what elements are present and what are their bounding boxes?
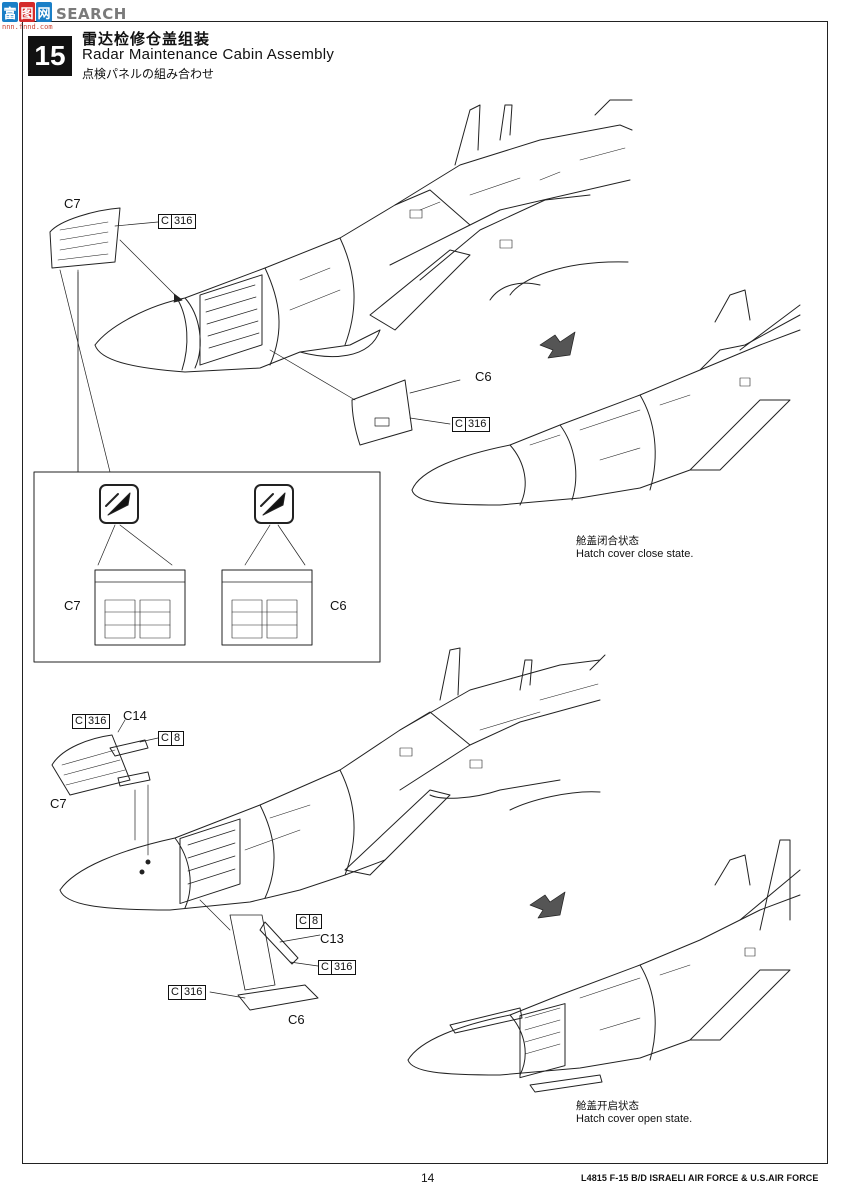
part-label-c7-inset: C7 [64, 598, 81, 613]
paint-box-c-num: 316 [87, 715, 107, 727]
aircraft-nose-open [407, 839, 801, 1093]
part-label-c7-top: C7 [64, 196, 81, 211]
paint-box-d-code: C [159, 732, 172, 745]
inset-c7-panel [94, 484, 186, 646]
watermark-text: SEARCH [56, 5, 127, 23]
inset-c6-panel [221, 484, 313, 646]
aircraft-nose-closed [411, 289, 801, 506]
caption-open-cn: 舱盖开启状态 [576, 1100, 639, 1112]
watermark-char-3: 网 [36, 2, 52, 22]
paint-box-c-code: C [73, 715, 86, 728]
step-title-en: Radar Maintenance Cabin Assembly [82, 46, 335, 63]
paint-box-e-num: 8 [311, 915, 319, 927]
paint-box-f-code: C [319, 961, 332, 974]
caption-closed-cn: 舱盖闭合状态 [576, 535, 639, 547]
watermark-logo: 富 图 网 [2, 2, 52, 22]
step-title-jp: 点検パネルの組み合わせ [82, 67, 215, 81]
page-number: 14 [421, 1171, 435, 1185]
paint-box-e-code: C [297, 915, 310, 928]
part-label-c6-bottom: C6 [288, 1012, 305, 1027]
part-label-c13: C13 [320, 931, 344, 946]
footer-product-title: L4815 F-15 B/D ISRAELI AIR FORCE & U.S.A… [581, 1173, 819, 1183]
watermark-char-2: 图 [19, 2, 35, 22]
step-number: 15 [28, 36, 72, 76]
aircraft-nose-top-left [49, 99, 633, 473]
step-title-cn: 雷达检修仓盖组装 [82, 30, 211, 48]
paint-box-a-code: C [159, 215, 172, 228]
paint-box-f-num: 316 [333, 961, 353, 973]
caption-closed-en: Hatch cover close state. [576, 548, 694, 560]
part-label-c7-bottom: C7 [50, 796, 67, 811]
aircraft-nose-bottom-left [51, 647, 606, 1011]
caption-open-en: Hatch cover open state. [576, 1113, 693, 1125]
paint-box-b-num: 316 [467, 418, 487, 430]
page-frame [22, 21, 828, 1164]
watermark-url: nnn.fnnd.com [2, 23, 53, 31]
watermark: 富 图 网 SEARCH [2, 2, 127, 32]
paint-box-a-num: 316 [173, 215, 193, 227]
paint-box-b-code: C [453, 418, 466, 431]
paint-box-g-num: 316 [183, 986, 203, 998]
paint-box-d-num: 8 [173, 732, 181, 744]
paint-box-g-code: C [169, 986, 182, 999]
watermark-char-1: 富 [2, 2, 18, 22]
arrow-icon-bottom [529, 891, 566, 919]
arrow-icon-top [539, 331, 576, 359]
part-label-c6-inset: C6 [330, 598, 347, 613]
detail-inset-box [33, 471, 381, 663]
part-label-c14: C14 [123, 708, 147, 723]
part-label-c6-top: C6 [475, 369, 492, 384]
